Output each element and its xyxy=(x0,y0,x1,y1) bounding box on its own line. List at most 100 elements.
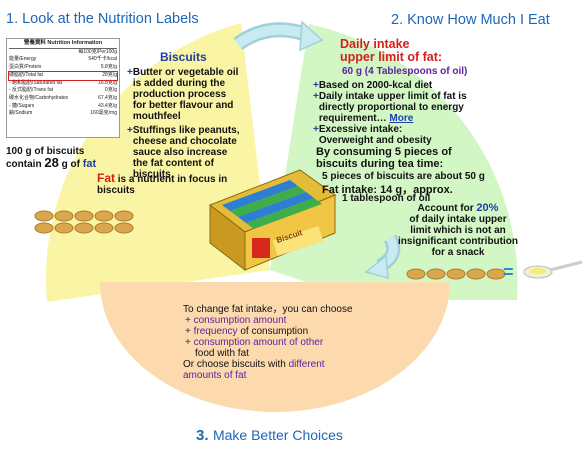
alternative-different: different xyxy=(288,359,325,370)
nutrition-label-title: 營養資料 Nutrition Information xyxy=(9,40,117,49)
focus-text: is a nutrient in focus in biscuits xyxy=(97,174,228,196)
statement-line-1: 100 g of biscuits xyxy=(6,146,85,157)
account-line-4: insignificant contribution xyxy=(398,236,518,247)
choice-1: + consumption amount xyxy=(183,315,383,326)
nutrition-row-highlighted: 總脂肪/Total fat 28克/g xyxy=(8,70,118,81)
nutrient-name: - 飽和脂肪/Saturated fat xyxy=(9,79,63,86)
nutrition-row: 鈉/Sodium 160毫克/mg xyxy=(9,110,117,118)
pieces-weight: 5 pieces of biscuits are about 50 g xyxy=(322,171,485,182)
statement-amount: 28 xyxy=(44,155,59,170)
statement-contain: contain xyxy=(6,159,42,170)
bullet-text: Daily intake upper limit of fat is direc… xyxy=(319,91,481,124)
nutrition-row: - 飽和脂肪/Saturated fat 16.8克/g xyxy=(9,80,117,88)
nutrient-value: 160毫克/mg xyxy=(90,110,117,117)
choices-intro: To change fat intake，you can choose xyxy=(183,304,353,315)
intake-title-line-2: upper limit of fat: xyxy=(340,50,443,64)
bullet-2-text: Daily intake upper limit of fat is direc… xyxy=(318,91,467,124)
bullet-3-line-1: Excessive intake: xyxy=(318,124,403,135)
choice-2-text: frequency xyxy=(193,326,238,337)
nutrient-value: 540千卡/kcal xyxy=(88,56,117,63)
choice-2-rest: of consumption xyxy=(240,326,309,337)
alternative-amounts: amounts of fat xyxy=(183,370,247,381)
plus-icon: + xyxy=(185,337,191,348)
intake-title: Daily intake upper limit of fat: xyxy=(340,38,442,64)
nutrition-row: 能量/Energy 540千卡/kcal xyxy=(9,56,117,64)
fat-intake: Fat intake: 14 g，approx. xyxy=(322,184,453,196)
nutrition-row: - 糖/Sugars 43.4克/g xyxy=(9,103,117,111)
fat-word: Fat xyxy=(97,171,115,185)
fat-per-100g-statement: 100 g of biscuits contain 28 g of fat xyxy=(6,146,96,170)
nutrient-name: 蛋白質/Protein xyxy=(9,64,42,71)
biscuits-heading: Biscuits xyxy=(160,50,207,64)
choices-panel: To change fat intake，you can choose + co… xyxy=(183,304,383,381)
nutrient-value: 16.8克/g xyxy=(98,79,117,86)
nutrient-value: 5.8克/g xyxy=(100,64,117,71)
nutrition-row: 蛋白質/Protein 5.8克/g xyxy=(9,64,117,72)
nutrient-name: 碳水化合物/Carbohydrates xyxy=(9,94,69,101)
biscuits-left-icon xyxy=(34,210,134,234)
consume-line-1: By consuming 5 pieces of xyxy=(316,146,452,158)
biscuits-right-icon xyxy=(406,268,506,280)
choice-1-text: consumption amount xyxy=(193,315,287,326)
oil-spoon-icon xyxy=(523,260,583,279)
plus-icon: + xyxy=(127,67,133,78)
nutrient-value: 0克/g xyxy=(105,87,117,94)
fat-focus-statement: Fat is a nutrient in focus in biscuits xyxy=(97,171,267,196)
nutrition-row: 碳水化合物/Carbohydrates 67.4克/g xyxy=(9,95,117,103)
biscuits-bullet-1: + Butter or vegetable oil is added durin… xyxy=(127,67,242,122)
statement-unit: g of xyxy=(61,159,80,170)
choice-3-line-2: food with fat xyxy=(195,348,249,359)
nutrition-label-per: 每100克/Per100g xyxy=(78,48,117,55)
plus-icon: + xyxy=(185,315,191,326)
nutrient-value: 43.4克/g xyxy=(98,102,117,109)
nutrition-label: 營養資料 Nutrition Information 每100克/Per100g… xyxy=(6,38,120,138)
choice-2: + frequency of consumption xyxy=(183,326,383,337)
consume-statement: By consuming 5 pieces of biscuits during… xyxy=(316,146,452,170)
nutrient-value: 67.4克/g xyxy=(98,94,117,101)
account-line-2: of daily intake upper xyxy=(409,214,507,225)
nutrient-value: 28克/g xyxy=(102,71,117,78)
orange-sector xyxy=(100,282,450,412)
account-line-5: for a snack xyxy=(431,247,485,258)
account-line-1: Account for 20% xyxy=(396,202,520,215)
nutrient-name: 鈉/Sodium xyxy=(9,110,33,117)
plus-icon: + xyxy=(313,124,319,135)
plus-icon: + xyxy=(313,80,319,91)
nutrient-name: - 糖/Sugars xyxy=(9,102,35,109)
statement-line-2: contain 28 g of fat xyxy=(6,155,97,170)
arrow-to-choices-icon xyxy=(364,234,401,280)
choice-3-line-1: consumption amount of other xyxy=(193,337,324,348)
nutrient-name: 總脂肪/Total fat xyxy=(9,71,43,78)
statement-nutrient: fat xyxy=(82,158,97,170)
account-percent: 20% xyxy=(476,202,499,214)
account-statement: Account for 20% of daily intake upper li… xyxy=(396,202,520,259)
step-1-title: 1. Look at the Nutrition Labels xyxy=(6,11,199,27)
nutrient-name: 能量/Energy xyxy=(9,56,37,63)
intake-amount: 60 g (4 Tablespoons of oil) xyxy=(342,66,468,77)
consume-line-2: biscuits during tea time: xyxy=(316,158,444,170)
step-2-title: 2. Know How Much I Eat xyxy=(391,12,550,28)
intake-bullet-3: + Excessive intake: Overweight and obesi… xyxy=(313,124,503,146)
biscuit-package-icon xyxy=(208,169,337,272)
intake-bullet-2: + Daily intake upper limit of fat is dir… xyxy=(313,91,481,124)
step-3-number: 3. xyxy=(196,427,209,444)
arrow-to-know-icon xyxy=(233,20,324,52)
biscuits-bullets: + Butter or vegetable oil is added durin… xyxy=(127,67,242,180)
account-line-3: limit which is not an xyxy=(410,225,506,236)
bullet-text: Butter or vegetable oil is added during … xyxy=(132,67,239,122)
account-text: Account for xyxy=(417,203,474,214)
bullet-3-line-2: Overweight and obesity xyxy=(318,135,432,146)
bullet-text: Based on 2000-kcal diet xyxy=(318,80,433,91)
intake-bullet-1: + Based on 2000-kcal diet xyxy=(313,80,503,91)
choice-3: + consumption amount of other food with … xyxy=(183,337,383,359)
more-link[interactable]: More xyxy=(389,113,414,124)
intake-bullets: + Based on 2000-kcal diet + Daily intake… xyxy=(313,80,503,146)
step-3-title: 3. Make Better Choices xyxy=(196,427,343,445)
tablespoon-equivalent: 1 tablespoon of oil xyxy=(342,193,431,204)
plus-icon: + xyxy=(185,326,191,337)
bullet-text: Stuffings like peanuts, cheese and choco… xyxy=(132,125,240,180)
intake-title-line-1: Daily intake xyxy=(340,37,410,51)
plus-icon: + xyxy=(127,125,133,136)
